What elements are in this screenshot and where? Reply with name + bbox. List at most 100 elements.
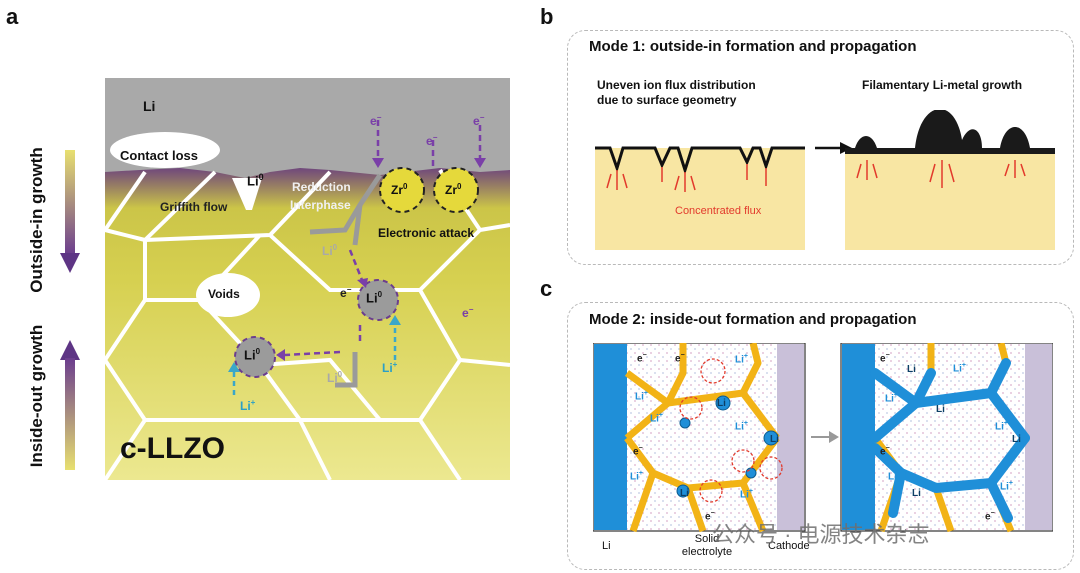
label-base: Li bbox=[995, 421, 1004, 433]
electron-3-text: e bbox=[473, 114, 480, 128]
label-sup: − bbox=[885, 352, 890, 359]
label-base: Li bbox=[885, 393, 894, 405]
li-ion-label-c-8: Li+ bbox=[888, 470, 901, 482]
li-metal-label-c-4: Li bbox=[936, 404, 945, 415]
mode1-illustration: Concentrated flux bbox=[595, 110, 1055, 250]
label-base: e bbox=[985, 511, 991, 523]
li-plus-left-sup: + bbox=[250, 398, 256, 407]
electron-label-1: e− bbox=[370, 113, 381, 128]
label-sup: + bbox=[748, 488, 753, 495]
li-ion-label-c-0: Li+ bbox=[735, 353, 748, 365]
li-metal-label-c-0: Li bbox=[717, 398, 726, 409]
grain-boundaries bbox=[103, 168, 511, 482]
filamentary-label: Filamentary Li-metal growth bbox=[862, 78, 1023, 92]
electron-1-sup: − bbox=[376, 113, 382, 122]
li-metal-label-c-6: Li bbox=[912, 488, 921, 499]
label-sup: + bbox=[1008, 480, 1013, 487]
li0-left-text: Li bbox=[244, 347, 256, 363]
label-sup: + bbox=[893, 392, 898, 399]
label-sup: + bbox=[961, 362, 966, 369]
mode2-solid-electrolyte-label: Solid electrolyte bbox=[681, 533, 733, 558]
label-base: Li bbox=[888, 471, 897, 483]
electron-label-c-12: e− bbox=[675, 352, 685, 364]
mode1-right-filaments bbox=[845, 110, 1055, 154]
li-ion-flow-arrows bbox=[232, 325, 397, 395]
mode1-left-surface bbox=[595, 146, 805, 175]
electron-4-text: e bbox=[340, 286, 347, 300]
label-base: e bbox=[637, 353, 643, 365]
label-sup: + bbox=[743, 420, 748, 427]
mode1-left-electrolyte bbox=[595, 148, 805, 250]
electron-arrow-heads bbox=[276, 158, 486, 361]
li-plus-left-text: Li bbox=[240, 399, 251, 413]
li-metal-label-c-5: Li bbox=[1012, 434, 1021, 445]
mode1-left-flux-arrows bbox=[606, 164, 767, 192]
li0-gray-lower: Li0 bbox=[327, 370, 342, 385]
electron-label-c-13: e− bbox=[633, 445, 643, 457]
li-filaments bbox=[309, 173, 383, 388]
mode2-arrow bbox=[811, 431, 839, 443]
mode2-cathode-label: Cathode bbox=[768, 540, 810, 552]
electron-label-c-11: e− bbox=[637, 352, 647, 364]
voids-shape bbox=[196, 273, 260, 317]
label-base: Li bbox=[630, 471, 639, 483]
label-sup: − bbox=[710, 510, 715, 517]
li0-gray-upper-sup: 0 bbox=[332, 243, 338, 252]
mode1-concentrated-flux: Concentrated flux bbox=[675, 205, 762, 217]
label-base: e bbox=[880, 446, 886, 458]
li0-left-label: Li0 bbox=[244, 347, 260, 362]
electron-5-text: e bbox=[462, 306, 469, 320]
zr0-label-1: Zr0 bbox=[391, 182, 407, 197]
mode2-li-label: Li bbox=[602, 540, 611, 552]
label-base: Li bbox=[740, 489, 749, 501]
li0-top-text: Li bbox=[247, 173, 259, 189]
mode1-right-electrolyte bbox=[845, 148, 1055, 250]
label-sup: − bbox=[885, 445, 890, 452]
li0-top-sup: 0 bbox=[258, 172, 264, 182]
electron-label-5: e− bbox=[462, 305, 473, 320]
li0-top-label: Li0 bbox=[247, 172, 264, 188]
panel-c-letter: c bbox=[540, 276, 553, 301]
label-base: e bbox=[633, 446, 639, 458]
label-base: Li bbox=[1000, 481, 1009, 493]
cllzo-label: c-LLZO bbox=[120, 432, 225, 465]
watermark: 公众号 · 电源技术杂志 bbox=[712, 522, 930, 547]
griffith-crack bbox=[232, 178, 262, 210]
li-ion-label-c-1: Li+ bbox=[635, 390, 648, 402]
griffith-flow-label: Griffith flow bbox=[160, 200, 228, 214]
label-sup: + bbox=[643, 390, 648, 397]
electron-label-3: e− bbox=[473, 113, 484, 128]
mode2-left-li-nuclei bbox=[676, 395, 779, 498]
label-base: Li bbox=[735, 354, 744, 366]
mode1-right-flux-arrows bbox=[856, 160, 1026, 188]
outside-in-arrow-shaft bbox=[65, 150, 75, 255]
zr0-2-sup: 0 bbox=[457, 182, 462, 191]
li-metal-label-c-2: Li bbox=[680, 488, 689, 499]
li0-gray-lower-sup: 0 bbox=[337, 370, 343, 379]
electron-5-sup: − bbox=[468, 305, 474, 314]
reduction-label: Reduction bbox=[292, 180, 351, 194]
mode1-title: Mode 1: outside-in formation and propaga… bbox=[589, 38, 917, 55]
li-plus-left: Li+ bbox=[240, 398, 255, 413]
label-sup: + bbox=[638, 470, 643, 477]
mode2-left-li-anode bbox=[594, 344, 627, 530]
li-plus-center-text: Li bbox=[382, 361, 393, 375]
electron-flow-arrows bbox=[284, 120, 482, 357]
zr0-particle-2 bbox=[433, 167, 479, 213]
electron-4-sup: − bbox=[346, 285, 352, 294]
zr0-1-sup: 0 bbox=[403, 182, 408, 191]
label-base: Li bbox=[650, 413, 659, 425]
uneven-flux-label-2: due to surface geometry bbox=[597, 93, 737, 107]
zr0-particle-1 bbox=[379, 167, 425, 213]
li-metal-label: Li bbox=[143, 98, 156, 114]
li-ion-label-c-9: Li+ bbox=[995, 420, 1008, 432]
mode2-illustration bbox=[593, 343, 1053, 533]
panel-a-diagram bbox=[103, 78, 511, 482]
inside-out-arrow-head bbox=[60, 340, 80, 360]
li-ion-label-c-4: Li+ bbox=[630, 470, 643, 482]
li-metal-label-c-1: Li bbox=[770, 434, 779, 445]
electron-1-text: e bbox=[370, 114, 377, 128]
mode2-right-li-filaments bbox=[870, 358, 1030, 523]
electron-2-text: e bbox=[426, 134, 433, 148]
label-base: e bbox=[880, 353, 886, 365]
